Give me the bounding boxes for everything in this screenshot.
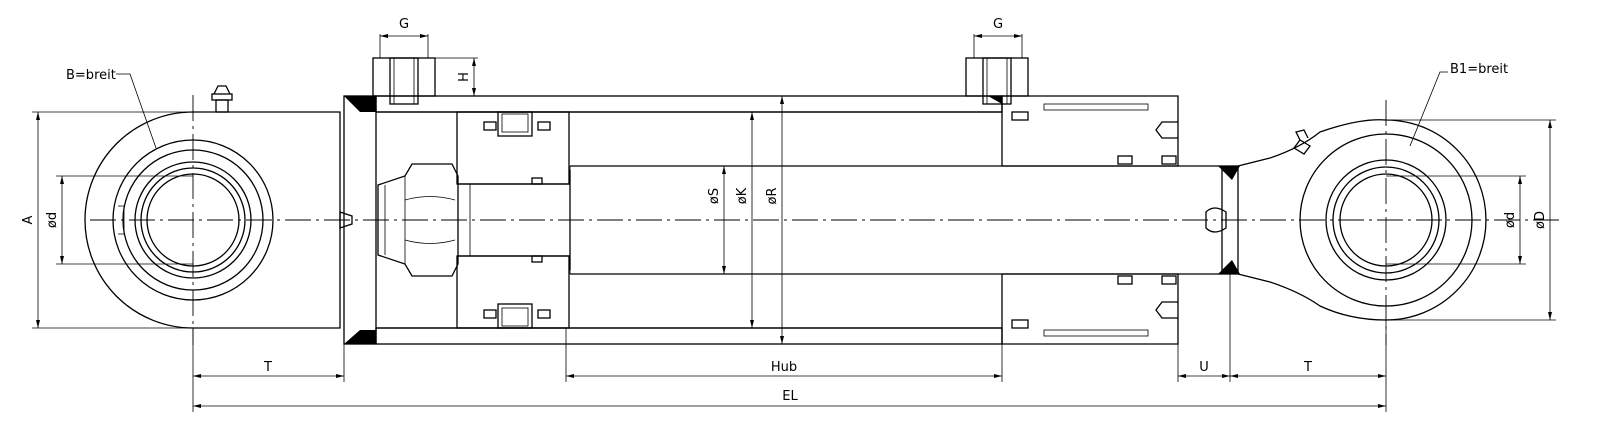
dimension-u: U [1178, 360, 1230, 378]
dimension-s: øS [707, 166, 726, 274]
piston-nut [377, 163, 570, 277]
cylinder-base [339, 95, 377, 345]
dimension-t-right: T [1230, 360, 1386, 378]
dimension-d-right: ød [1386, 175, 1526, 265]
label-u: U [1199, 360, 1209, 375]
label-k: øK [735, 187, 750, 204]
label-h: H [457, 72, 472, 82]
dimension-a: A [21, 111, 193, 329]
label-t-right: T [1303, 360, 1312, 375]
label-el: EL [782, 389, 798, 404]
label-hub: Hub [771, 360, 797, 375]
dimension-b-left: B=breit [66, 68, 157, 149]
dimension-el: EL [193, 389, 1386, 408]
grease-nipple-left-icon [211, 85, 233, 113]
label-d-right: ød [1503, 212, 1518, 228]
label-b-left: B=breit [66, 68, 116, 83]
dimension-r: øR [765, 96, 784, 344]
grease-nipple-right-icon [1293, 129, 1311, 155]
dimension-d-left: ød [45, 175, 193, 265]
label-d-left: ød [45, 212, 60, 228]
dimension-bigd-right: øD [1386, 119, 1556, 321]
label-t-left: T [263, 360, 272, 375]
dimension-k: øK [735, 112, 754, 328]
label-s: øS [707, 188, 722, 204]
dimension-g-right: G [973, 17, 1023, 58]
label-a: A [21, 215, 36, 224]
dimension-t-left: T [193, 360, 344, 378]
dimension-hub: Hub [566, 360, 1002, 378]
cylinder-head [988, 95, 1179, 345]
right-rod-eye [1237, 100, 1487, 345]
dimension-h: H [435, 57, 478, 97]
dimension-b1-right: B1=breit [1409, 62, 1508, 147]
label-bigd-right: øD [1533, 211, 1548, 229]
label-g-left: G [399, 17, 409, 32]
label-g-right: G [993, 17, 1003, 32]
label-b1-right: B1=breit [1450, 62, 1508, 77]
port-left [372, 57, 436, 105]
label-r: øR [765, 188, 780, 205]
left-rod-eye [84, 95, 341, 345]
dimension-g-left: G [379, 17, 429, 58]
